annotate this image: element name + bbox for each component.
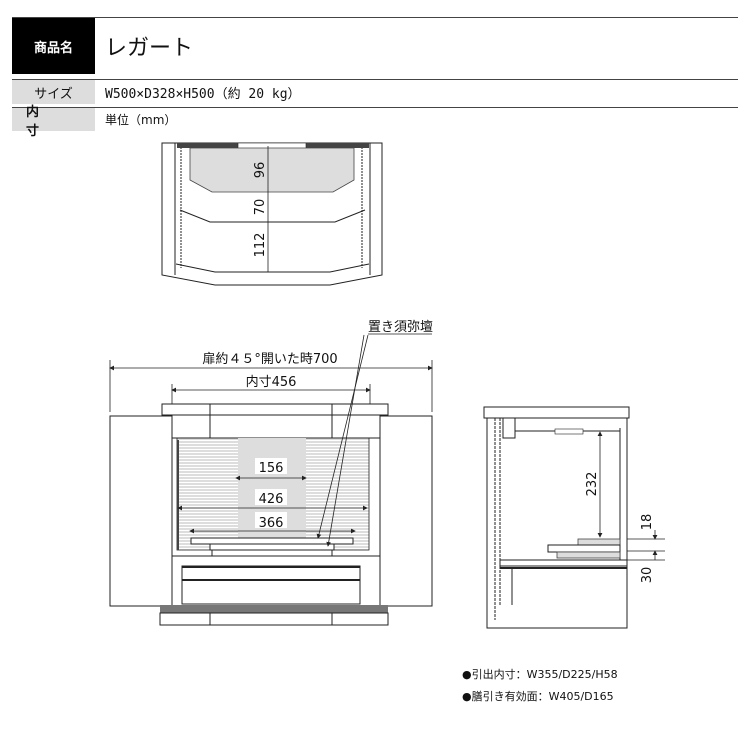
product-name-label: 商品名 [12,18,95,74]
unit-label: 単位（mm） [105,113,177,127]
side-dim-18: 18 [640,514,655,531]
door-open-width: 扉約４５°開いた時700 [202,351,337,367]
inner-width: 内寸456 [246,374,297,390]
size-row: サイズ W500×D328×H500（約 20 kg） [12,79,738,104]
side-view-drawing: 232 18 30 [483,406,665,629]
side-dim-232: 232 [585,472,600,497]
right-door [379,415,433,607]
front-view-drawing: 扉約４５°開いた時700 内寸456 156 426 366 置き須弥壇 [109,319,433,626]
front-dim-156: 156 [259,461,284,476]
top-view-drawing: 96 70 112 [161,142,383,286]
top-dim-96: 96 [253,162,268,179]
front-dim-426: 426 [259,492,284,507]
side-dim-30: 30 [640,567,655,584]
top-dim-70: 70 [253,199,268,216]
callout-oki-shumidan: 置き須弥壇 [368,319,433,335]
top-dim-112: 112 [253,233,268,258]
drawer-inner-size-note: ●引出内寸：W355/D225/H58 [462,668,618,681]
spec-notes: ●引出内寸：W355/D225/H58 ●膳引き有効面：W405/D165 [462,664,618,708]
size-label: サイズ [12,80,95,104]
size-value: W500×D328×H500（約 20 kg） [105,86,301,102]
pull-shelf-effective-area-note: ●膳引き有効面：W405/D165 [462,690,614,703]
left-door [109,415,173,607]
inner-dimension-row: 内 寸 単位（mm） [12,105,738,139]
product-name: レガート [105,36,194,61]
product-name-row: 商品名 レガート [12,17,738,74]
front-dim-366: 366 [259,516,284,531]
